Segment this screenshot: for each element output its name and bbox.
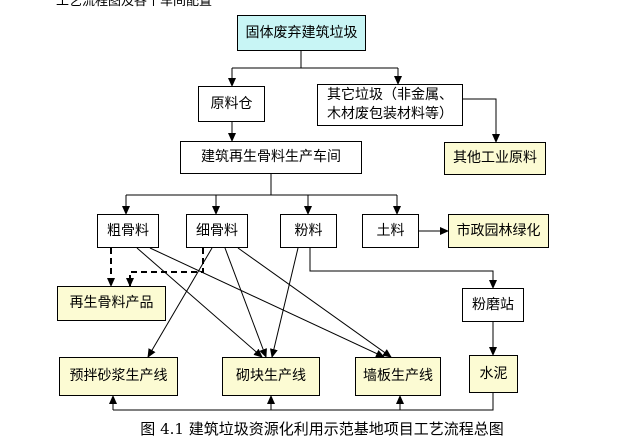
figure-caption: 图 4.1 建筑垃圾资源化利用示范基地项目工艺流程总图 bbox=[140, 420, 504, 438]
node-mortar-line: 预拌砂浆生产线 bbox=[59, 357, 178, 396]
node-recycled-product-label: 再生骨料产品 bbox=[69, 295, 154, 311]
node-wallboard-line: 墙板生产线 bbox=[355, 357, 441, 396]
node-block-line-label: 砌块生产线 bbox=[236, 368, 306, 384]
node-raw-warehouse-label: 原料仓 bbox=[210, 95, 253, 112]
cropped-top-text: 工艺流程图及各个车间配置 bbox=[56, 0, 213, 9]
edge-other-to-industrial bbox=[463, 98, 500, 143]
node-soil: 土料 bbox=[362, 214, 419, 248]
node-workshop: 建筑再生骨料生产车间 bbox=[180, 141, 362, 174]
node-cement: 水泥 bbox=[469, 355, 518, 393]
node-other-industrial-label: 其他工业原料 bbox=[453, 150, 537, 166]
node-raw-warehouse: 原料仓 bbox=[198, 86, 265, 122]
node-block-line: 砌块生产线 bbox=[222, 357, 320, 396]
edge-fine-to-block bbox=[224, 247, 267, 358]
node-fine-label: 细骨料 bbox=[196, 222, 238, 239]
node-other-waste: 其它垃圾（非金属、 木材废包装材料等） bbox=[317, 84, 463, 126]
edge-cement-feedback bbox=[113, 393, 494, 411]
edge-workshop-split bbox=[126, 174, 397, 196]
node-other-waste-line1: 其它垃圾（非金属、 bbox=[327, 87, 453, 103]
node-greening: 市政园林绿化 bbox=[448, 214, 549, 248]
edge-fine-to-wallboard bbox=[237, 247, 392, 358]
node-mortar-line-label: 预拌砂浆生产线 bbox=[69, 368, 168, 384]
node-grinding-label: 粉磨站 bbox=[472, 296, 514, 313]
node-coarse: 粗骨料 bbox=[97, 214, 159, 248]
edge-powder-to-grinding bbox=[309, 248, 497, 289]
node-cement-label: 水泥 bbox=[479, 365, 508, 382]
edge-coarse-to-block bbox=[136, 247, 263, 358]
node-recycled-product: 再生骨料产品 bbox=[57, 286, 166, 321]
node-powder-label: 粉料 bbox=[294, 222, 323, 239]
node-workshop-label: 建筑再生骨料生产车间 bbox=[201, 149, 341, 165]
node-other-industrial: 其他工业原料 bbox=[444, 142, 546, 175]
node-soil-label: 土料 bbox=[376, 222, 405, 239]
node-greening-label: 市政园林绿化 bbox=[456, 222, 541, 239]
node-source: 固体废弃建筑垃圾 bbox=[237, 15, 366, 51]
node-coarse-label: 粗骨料 bbox=[107, 222, 149, 239]
edge-fine-to-mortar bbox=[147, 247, 213, 358]
edge-source-split bbox=[232, 51, 398, 69]
node-grinding: 粉磨站 bbox=[462, 288, 524, 322]
node-wallboard-line-label: 墙板生产线 bbox=[363, 368, 433, 384]
node-fine: 细骨料 bbox=[186, 214, 248, 248]
node-source-label: 固体废弃建筑垃圾 bbox=[245, 24, 358, 41]
node-powder: 粉料 bbox=[280, 214, 337, 248]
edge-coarse-to-wallboard bbox=[149, 247, 385, 358]
edge-fine-to-product bbox=[126, 248, 204, 287]
node-other-waste-line2: 木材废包装材料等） bbox=[327, 106, 453, 122]
edge-powder-to-block bbox=[269, 247, 299, 358]
